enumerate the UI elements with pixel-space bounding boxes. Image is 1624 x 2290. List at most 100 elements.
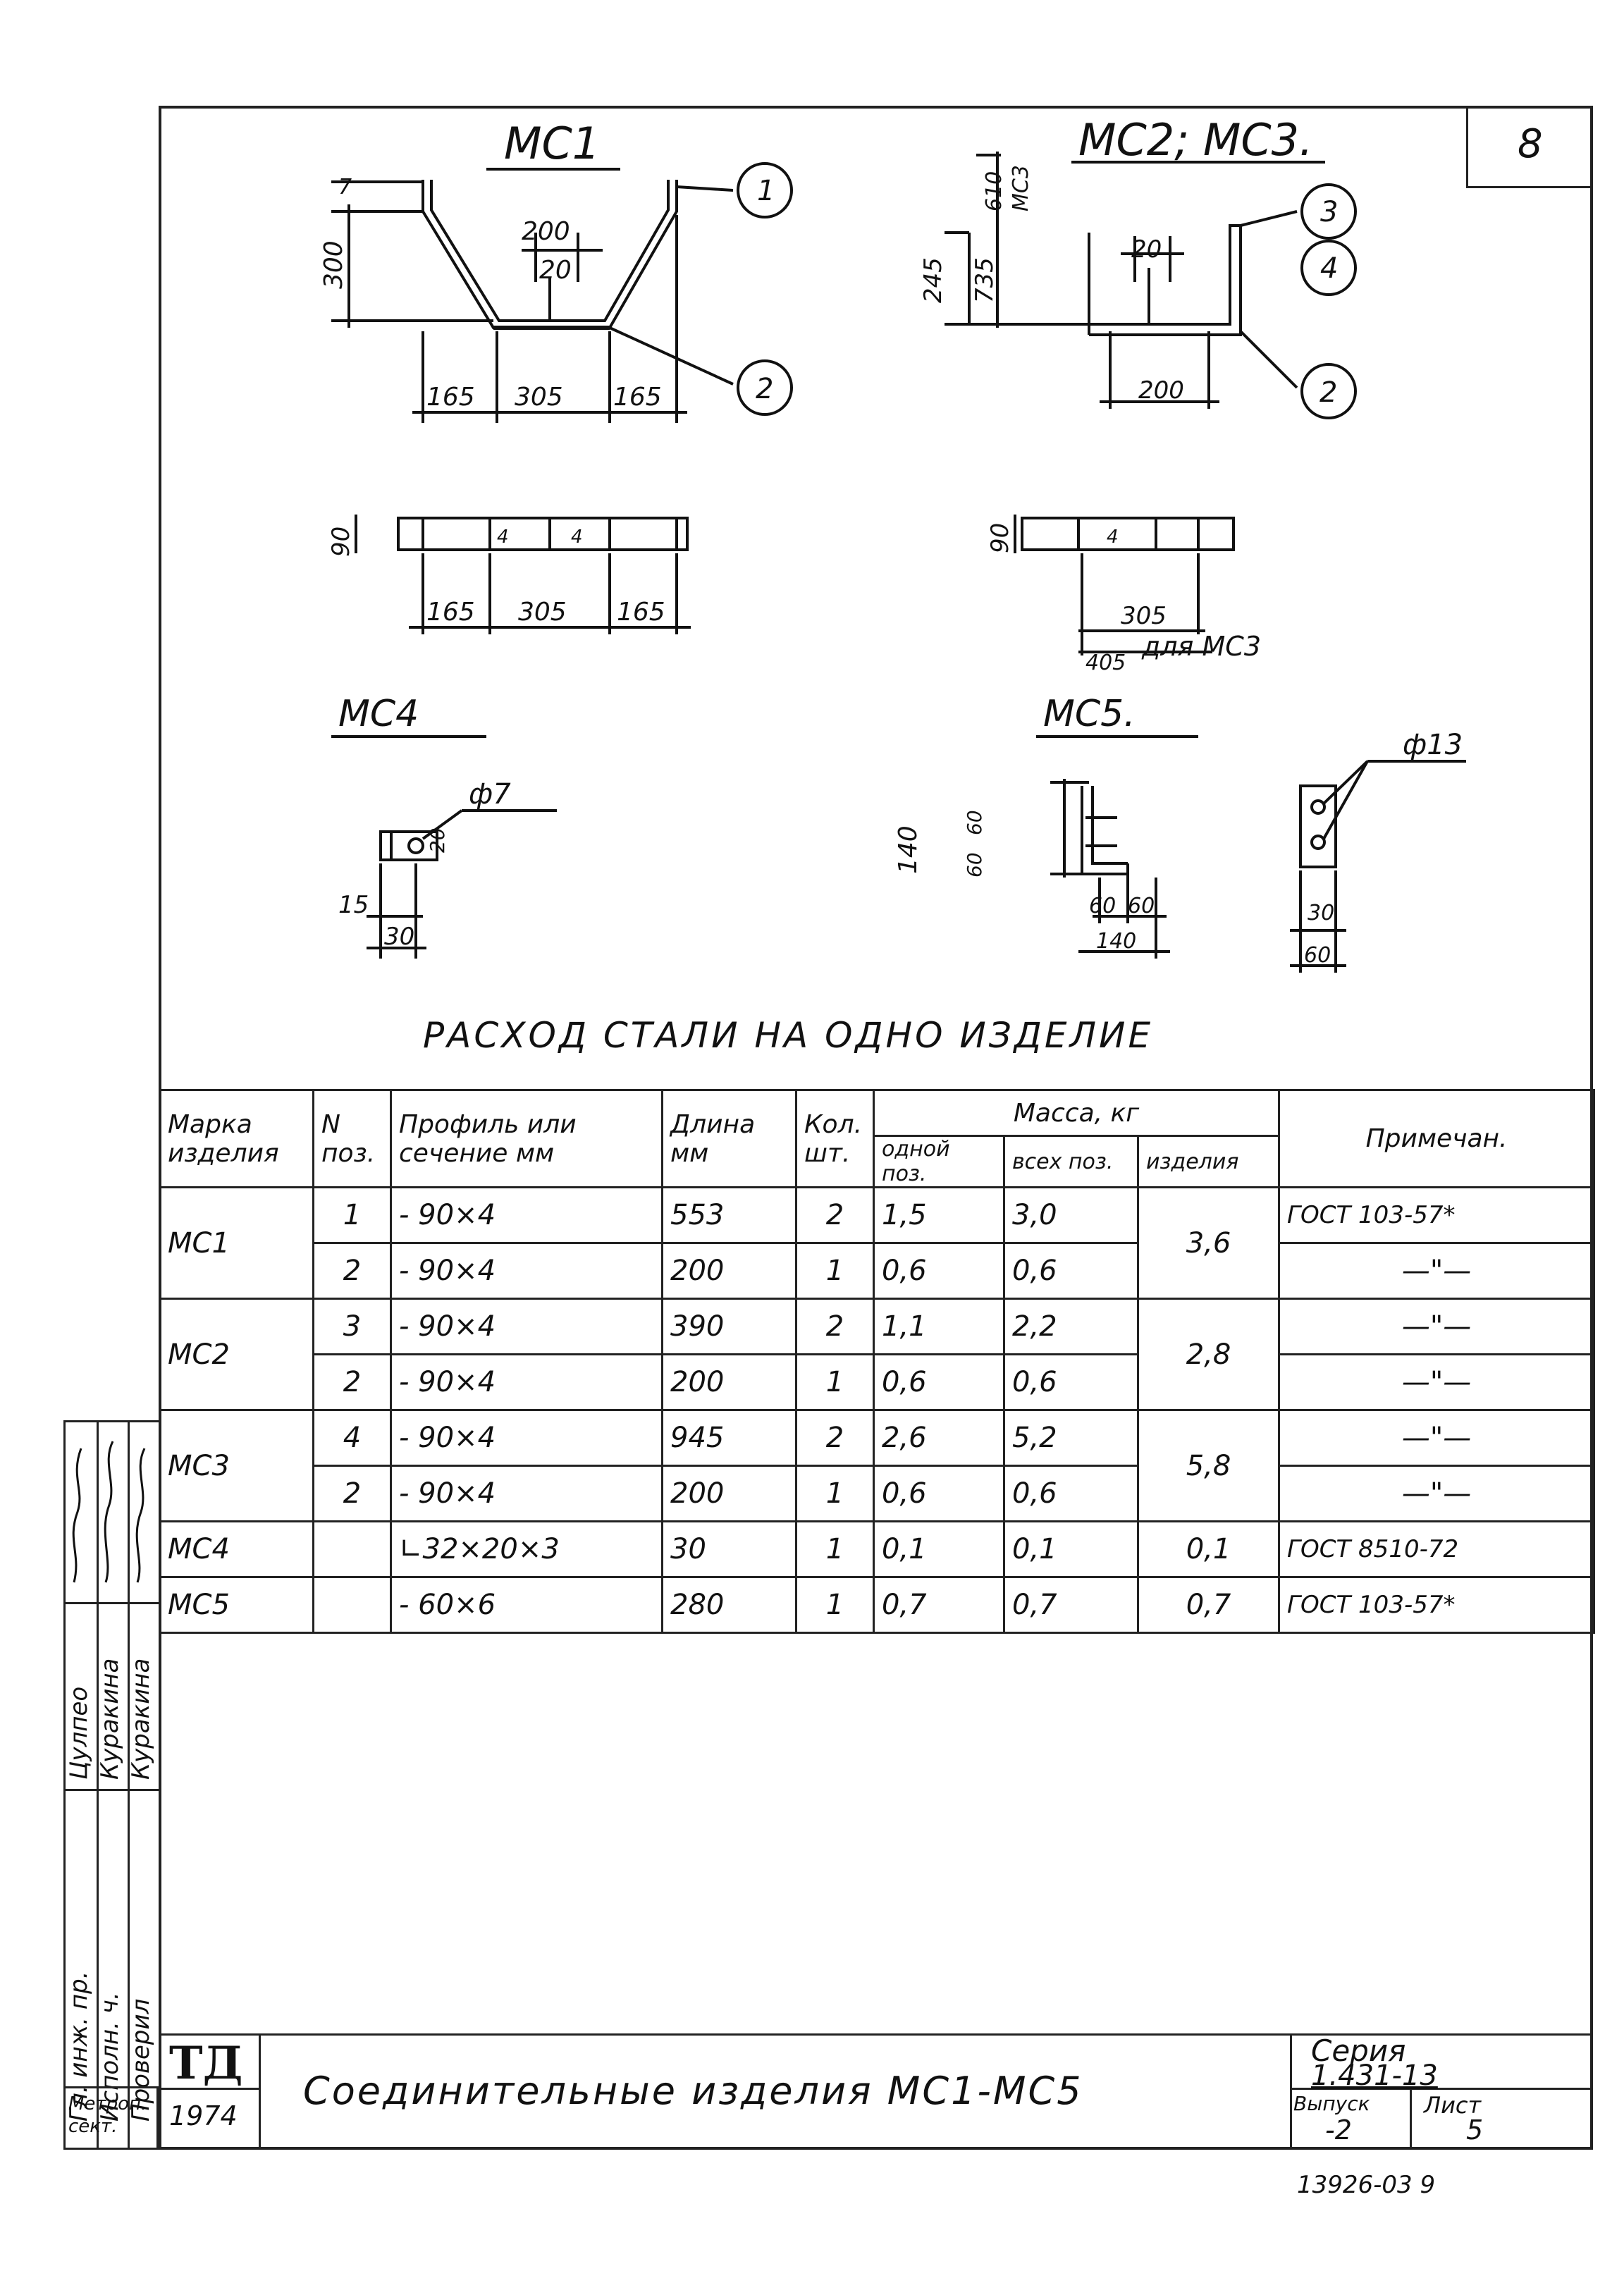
cell-qty: 1 [795,1520,875,1578]
table-row: МС5 - 60×6 280 1 0,7 0,7 0,7 ГОСТ 103-57… [159,1576,1596,1634]
cell-qty: 1 [795,1242,875,1300]
cell-length: 280 [661,1576,797,1634]
header-mass-one: одной поз. [873,1135,1005,1188]
cell-item: 2,8 [1136,1298,1281,1411]
cell-one: 0,6 [873,1242,1005,1300]
position-2: 2 [756,373,773,405]
issue-label: Выпуск [1293,2092,1370,2115]
dim-mc4-20: 20 [426,827,449,853]
sheet-label: Лист [1424,2092,1482,2119]
table-row: 2 - 90×4 200 1 0,6 0,6 —"— [160,1242,1596,1300]
dim-mc5-140b: 140 [1096,929,1136,954]
cell-note: —"— [1278,1465,1596,1522]
cell-qty: 2 [795,1186,875,1244]
cell-qty: 1 [795,1465,875,1522]
dim-plan2-405: 405 [1085,651,1126,675]
sheet-value: 5 [1466,2114,1484,2146]
dim-mc1-200: 200 [522,217,570,246]
position-2b: 2 [1320,376,1337,409]
header-mass-all: всех поз. [1003,1135,1139,1188]
cell-note: —"— [1278,1242,1596,1300]
dim-plan2-90: 90 [986,523,1014,553]
dim-mc23-20: 20 [1131,235,1162,264]
dim-mc4-phi7: ф7 [469,778,511,811]
dim-mc5-60d: 60 [1128,894,1155,918]
cell-profile: - 90×4 [390,1465,663,1522]
steel-consumption-table: Марка изделия N поз. Профиль или сечение… [159,1089,1596,1634]
header-mass-item: изделия [1136,1135,1281,1188]
dim-mc5-60e: 60 [1304,943,1331,968]
cell-all: 3,0 [1003,1186,1139,1244]
cell-item: 0,1 [1136,1520,1281,1578]
header-length: Длина мм [661,1089,797,1188]
table-row: МС2 3 - 90×4 390 2 1,1 2,2 2,8 —"— [159,1298,1596,1411]
cell-item: 5,8 [1136,1409,1281,1522]
label-mc2-mc3: МС2; МС3. [1078,114,1313,166]
cell-one: 0,1 [873,1520,1005,1578]
dim-mc1-20: 20 [539,256,572,285]
cell-length: 390 [661,1298,797,1355]
series-cell [1290,2033,1593,2150]
cell-pos: 1 [312,1186,392,1244]
position-3: 3 [1320,196,1338,228]
signer-name-2: Куракина [96,1658,124,1780]
cell-one: 1,5 [873,1186,1005,1244]
drawings: МС1 МС2; МС3. МС4 МС5. 7 300 200 20 165 … [319,114,1466,973]
cell-mark: МС1 [159,1186,314,1300]
dim-mc5-60a: 60 [963,810,986,835]
label-mc5: МС5. [1043,693,1136,735]
cell-note: ГОСТ 103-57* [1278,1576,1596,1634]
table-row: МС1 1 - 90×4 553 2 1,5 3,0 3,6 ГОСТ 103-… [159,1186,1596,1300]
cell-pos: 2 [312,1242,392,1300]
header-mass: Масса, кг [872,1089,1281,1137]
cell-pos [312,1576,392,1634]
cell-one: 2,6 [873,1409,1005,1467]
cell-profile: ∟32×20×3 [390,1520,663,1578]
series-value: 1.431-13 [1311,2060,1438,2092]
cell-item: 0,7 [1136,1576,1281,1634]
header-profile: Профиль или сечение мм [390,1089,663,1188]
cell-one: 0,7 [873,1576,1005,1634]
cell-profile: - 90×4 [390,1298,663,1355]
signer-name-3: Куракина [127,1658,155,1780]
cell-profile: - 60×6 [390,1576,663,1634]
header-pos: N поз. [312,1089,392,1188]
header-mark: Марка изделия [159,1089,314,1188]
position-1: 1 [757,175,775,207]
cell-mark: МС3 [159,1409,314,1522]
series-label: Серия [1311,2033,1406,2068]
sheet-number-box: 8 [1466,107,1592,188]
cell-profile: - 90×4 [390,1186,663,1244]
dept-cell: Метроп. сект. [63,2086,159,2150]
cell-one: 0,6 [873,1465,1005,1522]
cell-profile: - 90×4 [390,1409,663,1467]
dim-mc5-60c: 60 [1089,894,1116,918]
cell-all: 2,2 [1003,1298,1139,1355]
cell-length: 553 [661,1186,797,1244]
dim-plan2-4: 4 [1107,527,1119,548]
cell-pos: 2 [312,1353,392,1411]
cell-qty: 1 [795,1353,875,1411]
table-title: РАСХОД СТАЛИ НА ОДНО ИЗДЕЛИЕ [423,1015,1154,1056]
dim-plan1-90: 90 [327,527,355,557]
header-qty: Кол. шт. [795,1089,875,1188]
dim-mc5-phi13: ф13 [1403,729,1463,761]
dim-plan2-note: для МС3 [1141,631,1261,662]
dim-plan1-x: 4 [497,527,509,548]
cell-note: —"— [1278,1298,1596,1355]
dim-mc23-245: 245 [919,257,947,303]
dim-mc23-735: 735 [971,257,999,303]
table-row: 2 - 90×4 200 1 0,6 0,6 —"— [160,1353,1596,1411]
dim-mc4-30: 30 [384,923,414,951]
cell-all: 0,6 [1003,1465,1139,1522]
cell-all: 0,7 [1003,1576,1139,1634]
dim-plan1-165b: 165 [617,598,665,627]
cell-one: 1,1 [873,1298,1005,1355]
dim-mc23-610: 610 [982,171,1007,211]
dim-plan1-165a: 165 [426,598,475,627]
cell-length: 30 [661,1520,797,1578]
archive-code: 13926-03 9 [1297,2171,1436,2199]
dept-label: Метроп. сект. [68,2093,147,2137]
cell-all: 5,2 [1003,1409,1139,1467]
cell-one: 0,6 [873,1353,1005,1411]
